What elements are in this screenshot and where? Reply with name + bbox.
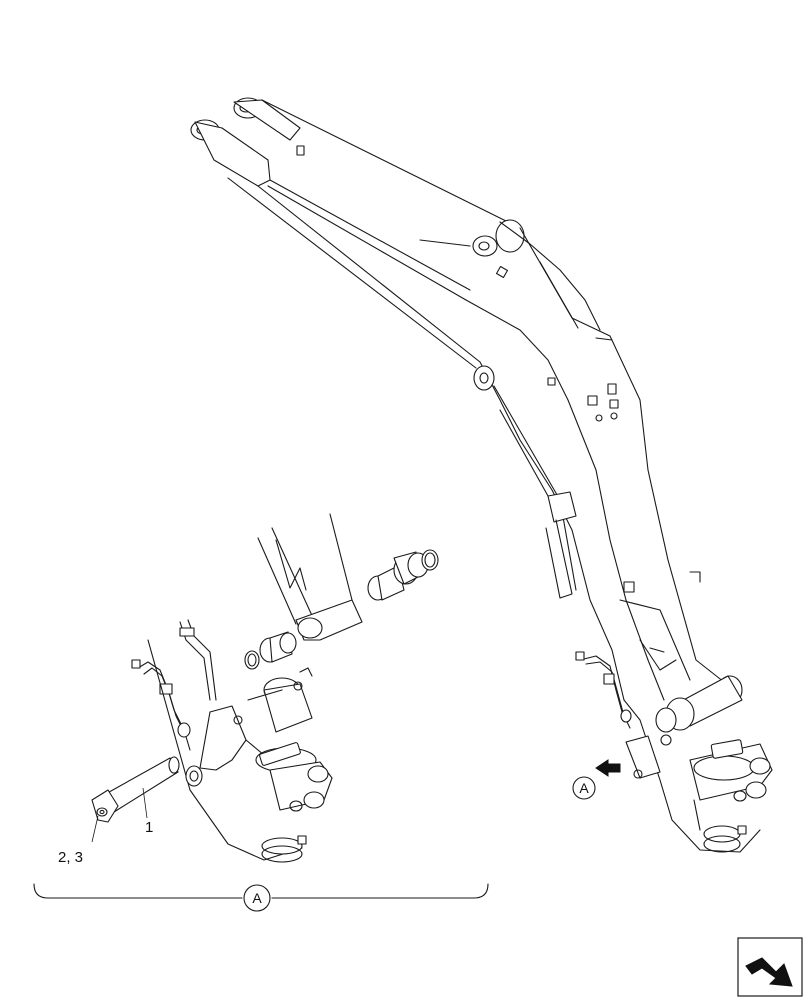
callout-part-2-3: 2, 3 [58, 849, 83, 866]
seal-ring-right [421, 549, 439, 571]
detail-view-a [91, 513, 439, 863]
callout-part-1: 1 [145, 819, 153, 836]
boom-foot-pin [91, 756, 180, 823]
view-ref-main: A [572, 776, 596, 800]
bushing-right [367, 551, 429, 601]
next-page-arrow-icon[interactable] [737, 937, 803, 997]
detail-bracket: A [33, 883, 489, 912]
excavator-boom [190, 97, 773, 853]
view-ref-detail-label: A [252, 890, 262, 906]
view-ref-main-label: A [579, 780, 589, 796]
seal-ring-left [244, 650, 260, 670]
bushing-left [259, 631, 297, 663]
view-direction-arrow-icon [595, 759, 621, 777]
